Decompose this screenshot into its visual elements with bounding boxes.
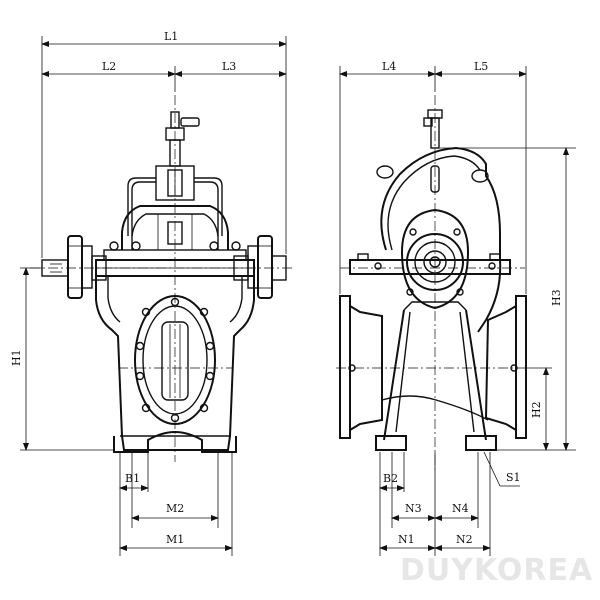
leader-S1: [483, 451, 501, 487]
label-M2: M2: [166, 502, 184, 515]
front-casing-flange: [95, 249, 255, 277]
front-vent-piping: [127, 111, 223, 245]
side-volute-casing: [376, 109, 502, 333]
front-discharge-flange: [134, 295, 216, 425]
side-dimensions: L4 L5 H3 H2 B2 N3 N4 N1 N2: [339, 60, 576, 556]
label-B1: B1: [125, 472, 140, 485]
label-N2: N2: [456, 533, 473, 546]
front-feet: [113, 430, 237, 453]
watermark-logo: DUYKOREA: [400, 553, 593, 588]
front-bearing-left: [67, 235, 107, 299]
label-S1: S1: [506, 471, 521, 484]
label-H2: H2: [530, 401, 543, 418]
label-L5: L5: [474, 60, 488, 73]
front-dimensions: L1 L2 L3 H1 B1 M2 M1: [10, 30, 287, 556]
label-H1: H1: [10, 349, 23, 366]
side-nozzles: [339, 295, 527, 439]
label-L2: L2: [102, 60, 116, 73]
label-H3: H3: [550, 289, 563, 306]
label-N4: N4: [452, 502, 469, 515]
label-M1: M1: [166, 533, 184, 546]
front-view: [30, 95, 292, 462]
label-L3: L3: [222, 60, 236, 73]
front-lower-casing: [95, 276, 255, 451]
side-view: [336, 95, 528, 470]
label-N3: N3: [405, 502, 422, 515]
label-L4: L4: [382, 60, 396, 73]
label-L1: L1: [164, 30, 178, 43]
label-N1: N1: [398, 533, 415, 546]
side-bearing: [400, 208, 470, 310]
front-upper-casing: [109, 205, 241, 251]
side-pedestal: [375, 301, 497, 451]
side-flange-bar: [349, 253, 511, 275]
label-B2: B2: [383, 472, 398, 485]
